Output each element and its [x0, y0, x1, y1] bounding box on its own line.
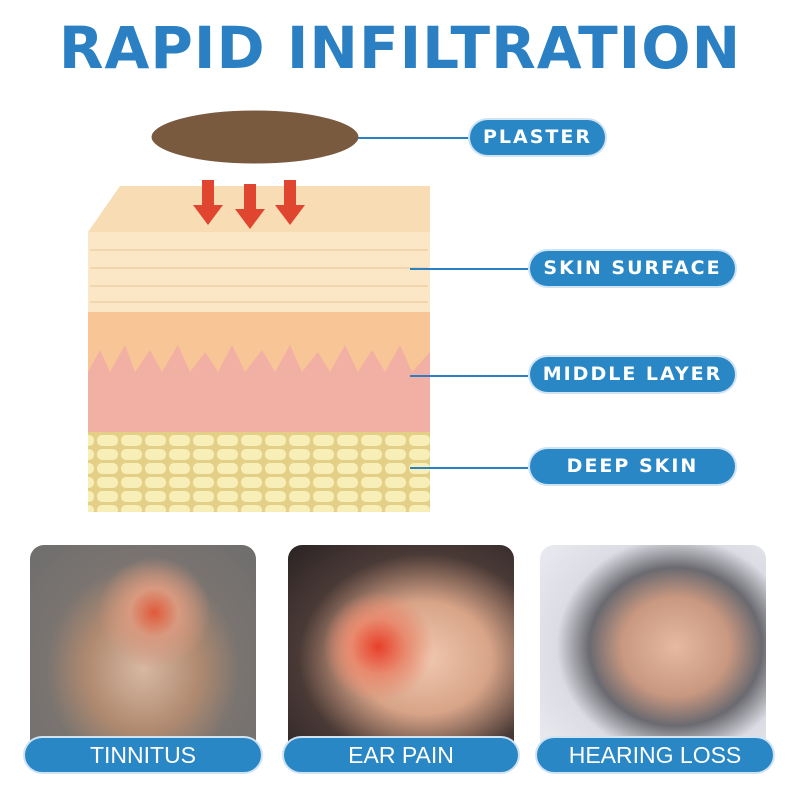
middle-layer-pointer-line	[410, 375, 528, 377]
tinnitus-label: TINNITUS	[25, 738, 261, 772]
plaster-label: PLASTER	[470, 120, 605, 155]
skin-layer-diagram	[88, 107, 430, 512]
ear-pain-photo	[288, 545, 514, 771]
hearing-loss-label: HEARING LOSS	[537, 738, 773, 772]
tinnitus-photo	[30, 545, 256, 771]
skin-surface-pointer-line	[410, 268, 528, 270]
skin-block	[88, 186, 430, 512]
ear-pain-label: EAR PAIN	[284, 738, 518, 772]
page-title: RAPID INFILTRATION	[58, 14, 742, 82]
plaster-patch	[148, 107, 362, 167]
deep-skin-pointer-line	[410, 467, 528, 469]
skin-surface-label: SKIN SURFACE	[530, 251, 735, 286]
hearing-loss-photo	[540, 545, 766, 771]
plaster-pointer-line	[358, 137, 470, 139]
middle-layer-label: MIDDLE LAYER	[530, 357, 735, 392]
deep-skin-label: DEEP SKIN	[530, 449, 735, 484]
red-arrows	[193, 180, 305, 229]
